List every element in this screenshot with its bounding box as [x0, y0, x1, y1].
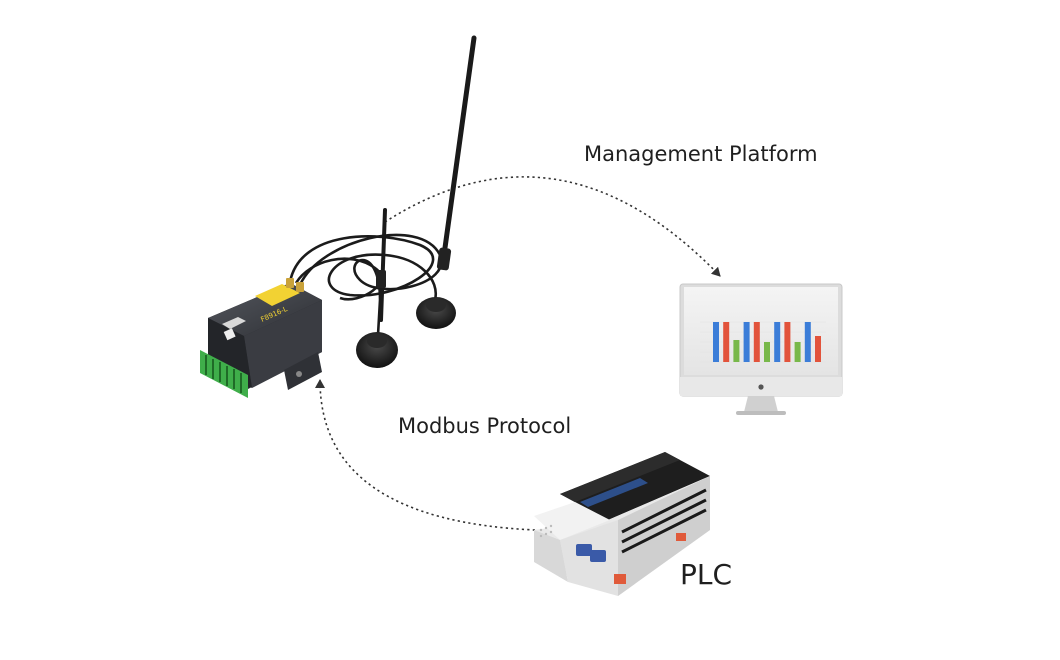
- monitor-bar: [784, 322, 791, 362]
- monitor-bar: [733, 340, 740, 362]
- plc-din-clip: [614, 574, 626, 584]
- plc-device: [534, 452, 710, 596]
- terminal-block: [200, 350, 248, 398]
- monitor-bar: [713, 322, 719, 362]
- monitor-bar: [723, 322, 730, 362]
- arrow-plc-to-router: [315, 379, 536, 531]
- plc-label: PLC: [680, 558, 733, 591]
- monitor-stand: [744, 396, 778, 412]
- antenna-cables: [288, 233, 443, 336]
- monitor-bar: [753, 322, 760, 362]
- arrow-router-to-platform: [384, 176, 721, 277]
- antenna-tall: [441, 35, 477, 258]
- plc-terminal-rows: [621, 488, 707, 554]
- router-device: F8916-L: [200, 35, 477, 398]
- monitor: [679, 283, 843, 415]
- monitor-bar: [774, 322, 781, 362]
- router-yellow-label: [255, 284, 300, 306]
- monitor-power-icon: [758, 384, 764, 390]
- monitor-chart: [700, 321, 826, 363]
- plc-serial-port: [576, 544, 592, 556]
- monitor-bar: [815, 336, 821, 362]
- antenna-base-left: [356, 332, 398, 368]
- antenna-short: [379, 208, 387, 322]
- monitor-bar: [764, 342, 770, 362]
- management-platform-label: Management Platform: [584, 142, 818, 166]
- monitor-bar: [743, 322, 750, 362]
- monitor-screen: [684, 287, 838, 375]
- monitor-bar: [804, 322, 811, 362]
- plc-top-face: [560, 452, 680, 502]
- monitor-bar: [794, 342, 801, 362]
- modbus-protocol-label: Modbus Protocol: [398, 414, 572, 438]
